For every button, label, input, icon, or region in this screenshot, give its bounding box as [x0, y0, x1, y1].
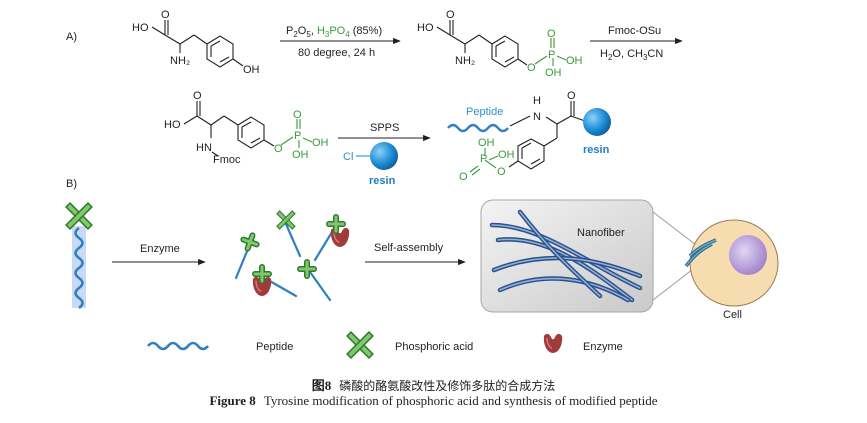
resin-label: resin — [369, 175, 396, 187]
p-oh-label: OH — [478, 137, 495, 149]
ester-o-label: O — [497, 166, 506, 178]
zoom-line-bottom — [652, 265, 698, 301]
ester-o-label: O — [274, 143, 283, 155]
legend-peptide-icon — [147, 341, 209, 351]
peptide-label: Peptide — [466, 106, 503, 118]
amine-h-label: H — [533, 95, 541, 107]
reaction3-reagent-top: SPPS — [370, 122, 399, 134]
caption-cn-text: 磷酸的酪氨酸改性及修饰多肽的合成方法 — [339, 379, 556, 393]
hooc-label: HO — [164, 119, 181, 131]
nanofiber-panel: Nanofiber — [480, 199, 654, 313]
ester-o-label: O — [527, 62, 536, 74]
carbonyl-o-label: O — [193, 90, 202, 102]
phosphorus-label: P — [480, 153, 487, 165]
phosphate-cross-icon — [70, 207, 88, 225]
panel-label-a: A) — [66, 31, 77, 43]
reaction1-reagent-bottom: 80 degree, 24 h — [298, 47, 375, 59]
zoom-line-top — [652, 211, 697, 246]
caption-english: Figure 8 Tyrosine modification of phospho… — [0, 393, 867, 409]
panel-label-b: B) — [66, 178, 77, 190]
legend-enzyme-label: Enzyme — [583, 341, 623, 353]
hn-label: HN — [196, 142, 212, 154]
peptide-wave-icon — [447, 123, 509, 133]
carbonyl-o-label: O — [446, 9, 455, 21]
nh2-label: NH₂ — [170, 55, 190, 67]
resin-bead — [370, 142, 398, 170]
legend-phosphoric-acid-label: Phosphoric acid — [395, 341, 473, 353]
fmoc-phosphotyrosine-structure: HO O HN Fmoc O P O OH OH — [164, 90, 329, 166]
cleaved-fragments — [234, 214, 350, 302]
phosphotyrosine-structure: HO O NH₂ O P O OH OH — [417, 9, 583, 79]
phenol-oh-label: OH — [243, 64, 260, 76]
phosphopeptide-strand — [70, 207, 88, 310]
caption-en-label: Figure 8 — [209, 393, 256, 408]
self-assembly-arrow-label: Self-assembly — [374, 242, 444, 254]
resin-label: resin — [583, 144, 610, 156]
p-oh-label: OH — [545, 67, 562, 79]
phosphorus-label: P — [548, 49, 555, 61]
fmoc-label: Fmoc — [213, 154, 241, 166]
amine-n-label: N — [533, 111, 541, 123]
phosphoryl-o-label: O — [547, 28, 556, 40]
tyrosine-structure: HO O NH₂ OH — [132, 9, 260, 76]
reaction2-reagent-top: Fmoc-OSu — [608, 25, 661, 37]
carbonyl-o-label: O — [161, 9, 170, 21]
p-oh-label: OH — [292, 149, 309, 161]
reaction2-reagent-bottom: H2O, CH3CN — [600, 48, 663, 62]
hooc-label: HO — [417, 22, 434, 34]
resin-bead — [583, 108, 611, 136]
enzyme-arrow-label: Enzyme — [140, 243, 180, 255]
peptide-resin-structure: Peptide H N O resin O P OH OH O — [447, 90, 611, 183]
phosphorus-label: P — [294, 130, 301, 142]
nanofiber-label: Nanofiber — [577, 227, 625, 239]
legend: Peptide Phosphoric acid Enzyme — [147, 333, 623, 354]
legend-enzyme-icon — [543, 333, 563, 354]
cl-label: Cl — [343, 151, 353, 163]
p-oh-label: OH — [566, 55, 583, 67]
cell-label: Cell — [723, 309, 742, 321]
p-oh-label: OH — [498, 149, 515, 161]
hooc-label: HO — [132, 22, 149, 34]
cell-illustration: Cell — [684, 219, 779, 321]
carbonyl-o-label: O — [567, 90, 576, 102]
caption-en-text: Tyrosine modification of phosphoric acid… — [263, 393, 658, 408]
p-oh-label: OH — [312, 137, 329, 149]
legend-peptide-label: Peptide — [256, 341, 293, 353]
caption-cn-label: 图8 — [311, 378, 332, 393]
legend-phosphate-cross-icon — [351, 336, 369, 354]
phosphoryl-o-label: O — [293, 109, 302, 121]
reaction1-reagent-top: P2O5, H3PO4 (85%) — [286, 25, 382, 39]
caption-chinese: 图8 磷酸的酪氨酸改性及修饰多肽的合成方法 — [0, 375, 867, 394]
phosphoryl-o-label: O — [459, 171, 468, 183]
nh2-label: NH₂ — [455, 55, 475, 67]
